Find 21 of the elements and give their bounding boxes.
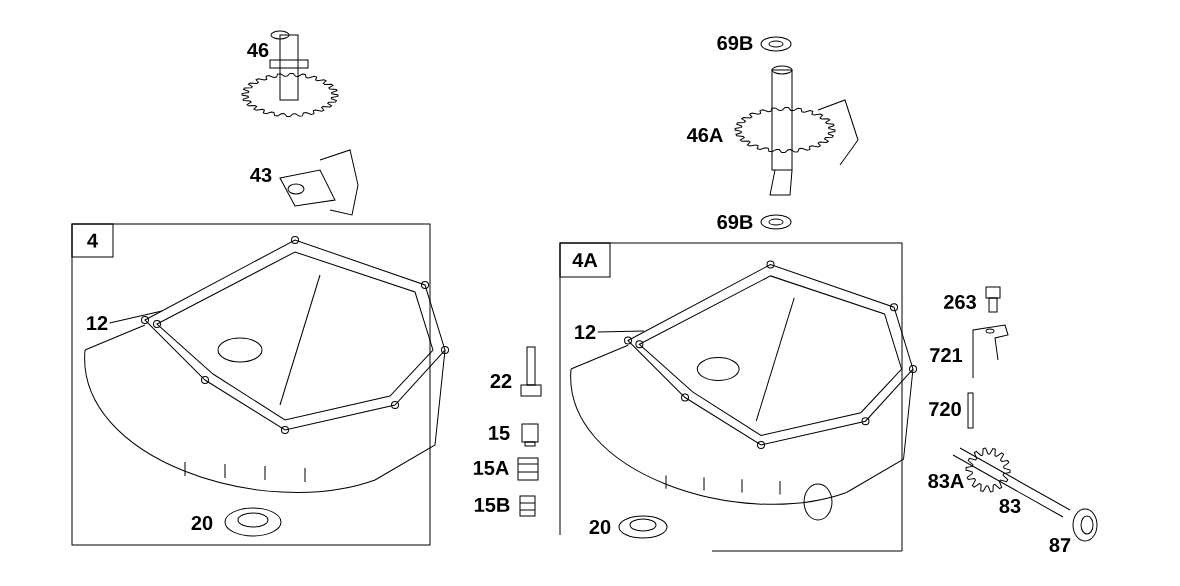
leader-line <box>109 310 163 324</box>
callout-number: 12 <box>87 316 108 330</box>
callout-number: 12 <box>575 325 596 339</box>
callout-number: 83A <box>928 473 964 489</box>
callout-number: 20 <box>589 519 611 535</box>
callout-number: 15A <box>473 461 509 475</box>
callout-number: 87 <box>1049 537 1071 553</box>
callout-number: 69B <box>717 214 753 230</box>
callout-number: 83 <box>999 498 1021 514</box>
callout-number: 263 <box>944 294 976 310</box>
callout-number: 46 <box>247 42 269 58</box>
callout-number: 15B <box>474 498 510 512</box>
leader-line <box>597 330 645 333</box>
callout-number: 15 <box>489 426 510 440</box>
callout-number: 69B <box>717 35 753 51</box>
callout-number: 22 <box>490 374 512 388</box>
callout-number: 46A <box>686 127 723 143</box>
callout-number: 20 <box>191 515 213 531</box>
callout-number: 720 <box>929 401 961 417</box>
callout-number: 721 <box>930 348 963 362</box>
callout-number: 43 <box>250 167 272 183</box>
